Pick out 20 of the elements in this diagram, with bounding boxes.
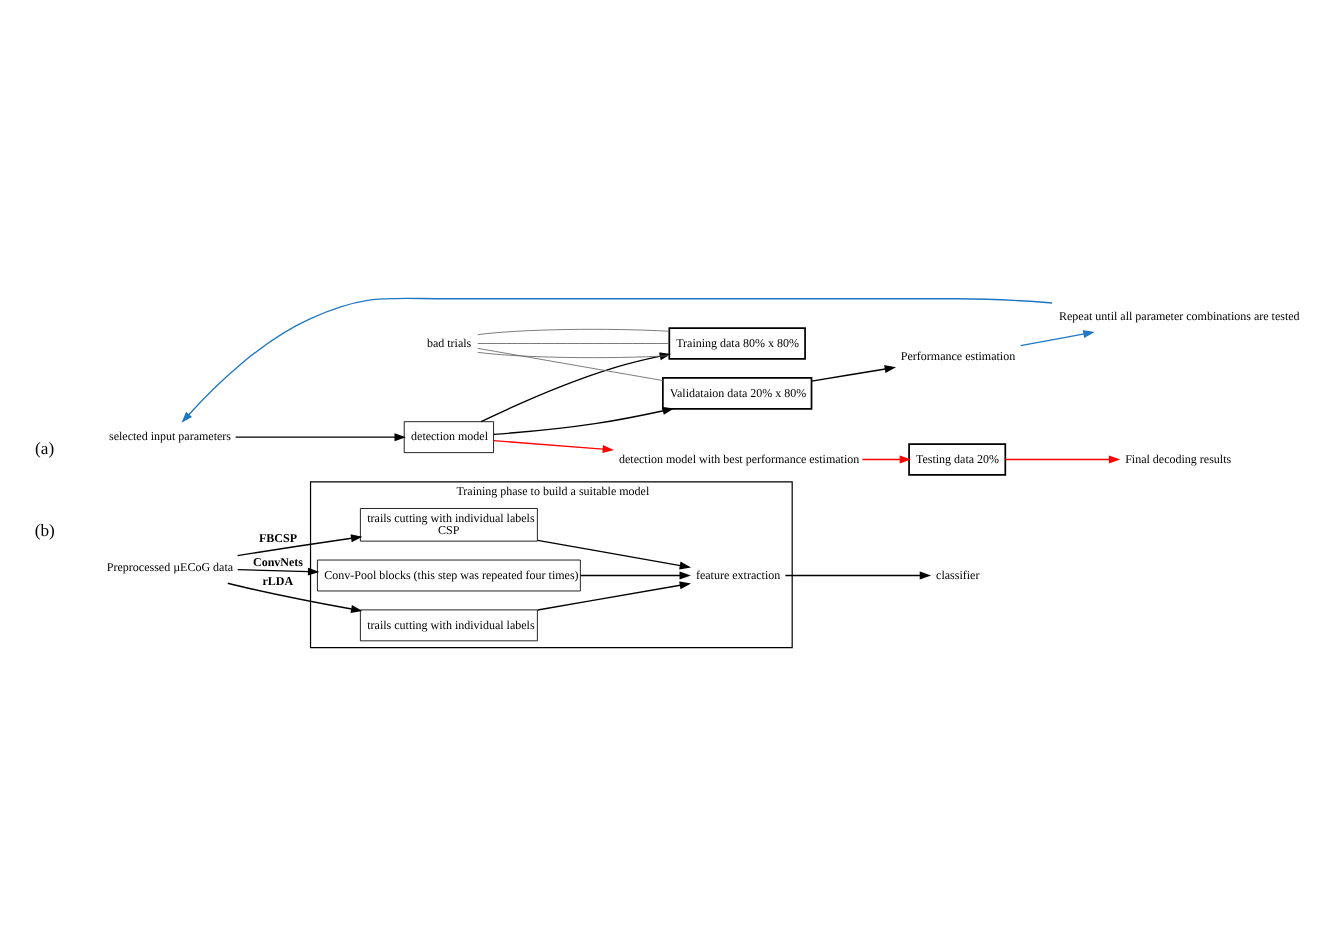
arrow: [1004, 455, 1121, 464]
arrow: [537, 581, 691, 611]
arrow: [236, 534, 363, 557]
connector: [477, 347, 664, 381]
label: (a): [35, 437, 55, 458]
arrow: [234, 433, 406, 442]
arrow: [810, 365, 897, 382]
arrow: [227, 582, 363, 613]
label: (b): [34, 519, 55, 540]
arrow: [181, 297, 1053, 423]
arrow: [861, 455, 911, 464]
arrow: [1019, 330, 1095, 347]
arrow: [237, 567, 320, 576]
connector: [477, 328, 670, 336]
arrow: [492, 406, 674, 436]
arrow: [579, 571, 691, 580]
arrow: [784, 571, 932, 580]
connector: [477, 343, 670, 344]
arrow: [492, 439, 615, 454]
arrow: [537, 539, 691, 570]
